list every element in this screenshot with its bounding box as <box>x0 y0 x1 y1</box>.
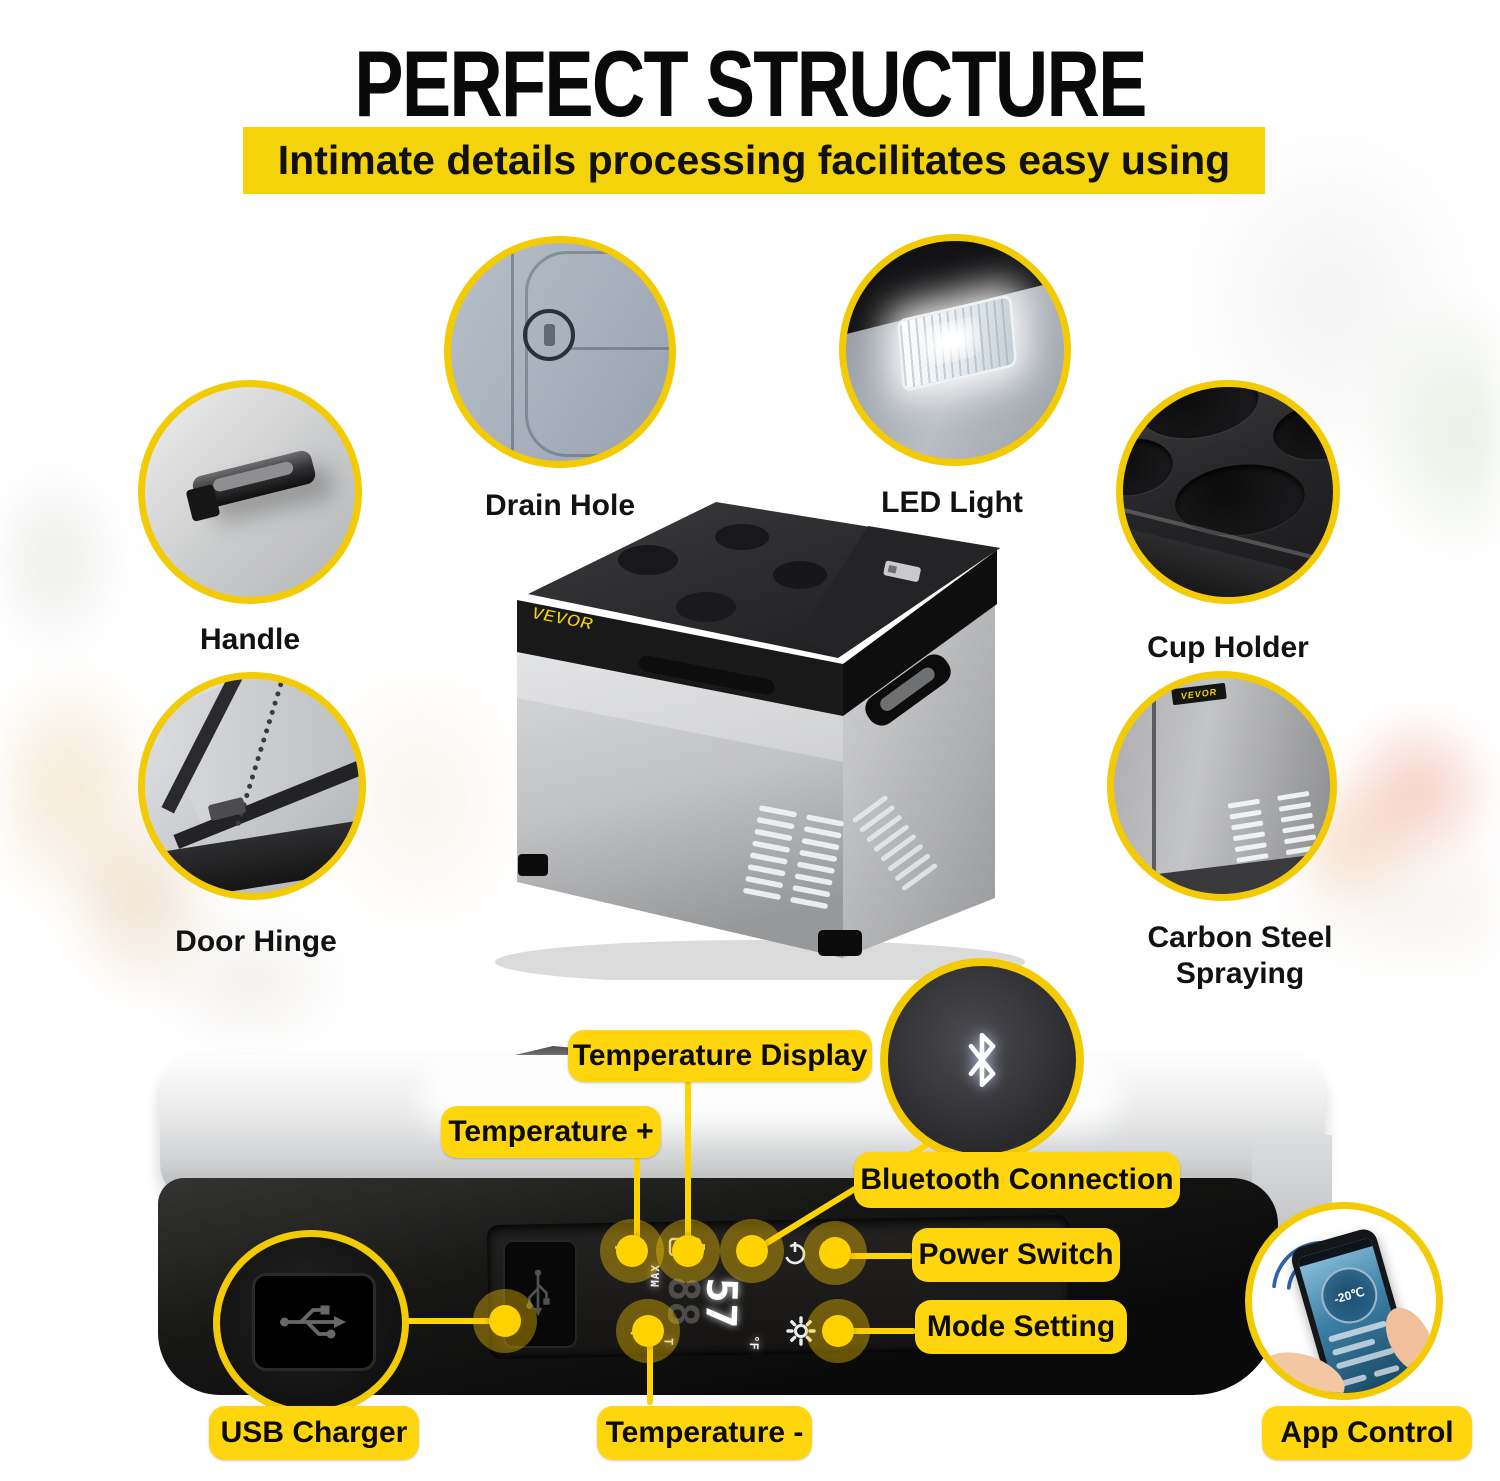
app-temperature-value: -20℃ <box>1332 1284 1367 1307</box>
lid-control-section <box>798 526 1000 658</box>
cup-recess <box>618 545 678 575</box>
temperature-plus-button-highlight <box>600 1219 664 1283</box>
lid-buttons <box>883 560 921 582</box>
drain-hole-graphic <box>523 309 575 361</box>
bluetooth-icon <box>968 1032 996 1088</box>
side-vents <box>852 795 938 891</box>
usb-port-enlarged <box>252 1273 376 1371</box>
callout-temperature-display: Temperature Display <box>568 1030 872 1082</box>
subtitle-banner: Intimate details processing facilitates … <box>243 127 1265 194</box>
product-image: VEVOR <box>495 502 1025 980</box>
feature-label-drain-hole: Drain Hole <box>484 489 636 522</box>
cup-recess <box>676 592 736 622</box>
callout-mode-setting: Mode Setting <box>915 1300 1127 1354</box>
door-hinge-photo-circle <box>138 672 366 900</box>
carbon-steel-photo-circle: VEVOR <box>1107 671 1337 901</box>
callout-power-switch: Power Switch <box>912 1228 1120 1282</box>
feature-label-handle: Handle <box>199 623 301 656</box>
mode-button-highlight <box>806 1299 870 1363</box>
feature-label-led-light: LED Light <box>881 486 1023 519</box>
app-control-zoom-circle: -20℃ <box>1245 1202 1443 1400</box>
power-button-highlight <box>803 1221 867 1285</box>
product-foot <box>818 930 862 956</box>
feature-label-cup-holder: Cup Holder <box>1147 631 1309 664</box>
callout-temperature-plus: Temperature + <box>441 1106 661 1158</box>
cup-holder-photo-circle <box>1116 380 1340 604</box>
product-shadow <box>495 940 1025 980</box>
cup-recess <box>715 524 769 550</box>
callout-app-control: App Control <box>1262 1406 1472 1460</box>
handle-photo-circle <box>138 380 362 604</box>
bluetooth-button-highlight <box>720 1219 784 1283</box>
app-temperature-dial: -20℃ <box>1314 1260 1384 1331</box>
product-foot <box>518 854 548 876</box>
product-side-face <box>843 600 995 958</box>
front-vents <box>743 805 844 909</box>
temperature-display-highlight <box>656 1219 720 1283</box>
bluetooth-zoom-circle <box>880 958 1084 1162</box>
lid-grip-groove <box>638 655 775 695</box>
callout-bluetooth-connection: Bluetooth Connection <box>854 1152 1180 1208</box>
usb-charger-zoom-circle <box>213 1230 409 1416</box>
led-light-photo-circle <box>839 234 1071 466</box>
side-handle <box>865 654 951 726</box>
callout-temperature-minus: Temperature - <box>597 1406 812 1460</box>
cup-recess <box>773 561 827 589</box>
gear-icon <box>786 1316 816 1346</box>
subtitle-text: Intimate details processing facilitates … <box>277 137 1231 183</box>
usb-port-highlight <box>473 1289 537 1353</box>
feature-label-door-hinge: Door Hinge <box>175 925 337 958</box>
feature-label-carbon-steel: Carbon Steel Spraying <box>1147 921 1333 990</box>
page-title: PERFECT STRUCTURE <box>354 31 1147 137</box>
callout-usb-charger: USB Charger <box>209 1406 419 1460</box>
drain-hole-photo-circle <box>444 236 676 468</box>
lid-side-band <box>843 550 997 716</box>
temperature-minus-button-highlight <box>616 1299 680 1363</box>
power-icon <box>784 1242 806 1265</box>
